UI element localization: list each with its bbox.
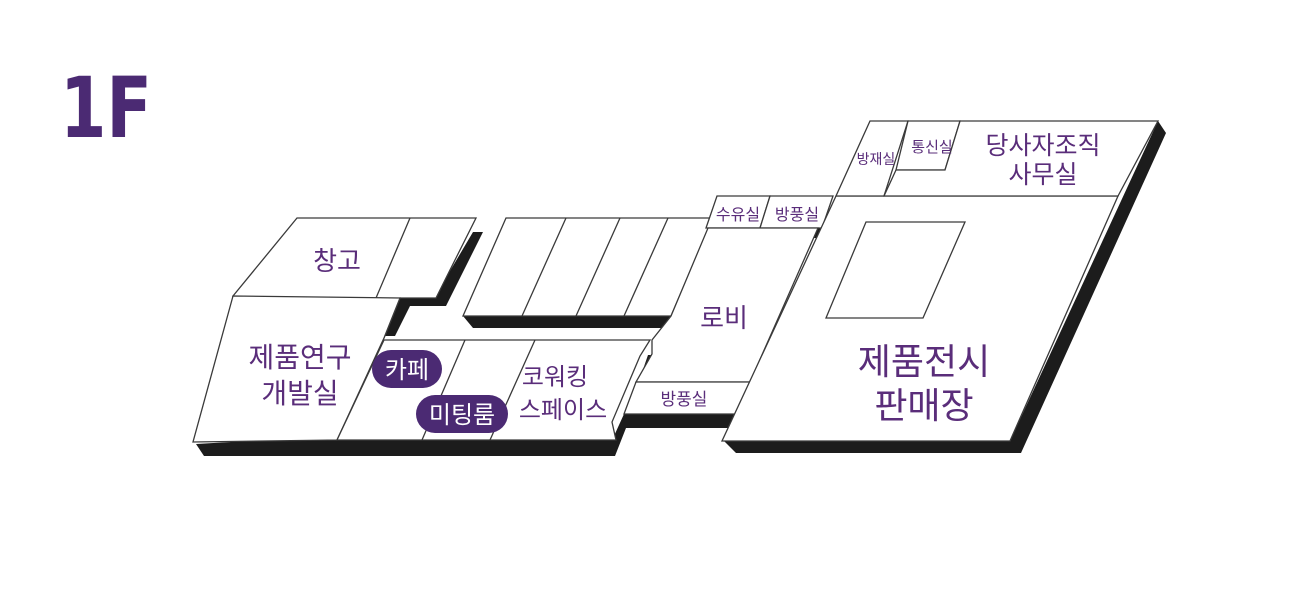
label-comms: 통신실 [911,138,952,156]
shadow-left-block [196,414,745,456]
shadow-right-block [724,121,1166,453]
floor-label: 1F [60,59,152,157]
label-rnd-line2: 개발실 [261,377,338,410]
label-storage: 창고 [313,247,361,277]
middle-divider-2 [575,217,621,317]
middle-divider-3 [623,217,669,317]
meeting-room-badge-bg [416,395,508,433]
showroom-display-area [825,221,966,319]
label-showroom-line1: 제품전시 [858,342,990,383]
storage-divider [375,217,411,299]
label-lobby: 로비 [700,304,748,334]
label-office-line2: 사무실 [1008,160,1077,189]
cafe-badge: 카페 [372,350,442,388]
label-cafe: 카페 [385,356,429,384]
label-showroom-line2: 판매장 [874,386,973,427]
label-office-line1: 당사자조직 [985,131,1100,160]
meeting-room-badge: 미팅룸 [416,395,508,433]
label-windbreak-top: 방풍실 [775,205,819,224]
middle-divider-1 [521,217,567,317]
label-windbreak-bottom: 방풍실 [661,390,708,410]
label-meeting-room: 미팅룸 [429,401,495,429]
room-office [882,120,1160,197]
room-lobby [634,227,819,383]
label-coworking-line2: 스페이스 [519,396,607,424]
shadow-left-step [381,232,483,336]
room-middle-block [462,217,714,317]
label-disaster: 방재실 [857,152,896,168]
label-coworking-line1: 코워킹 [522,363,588,391]
label-rnd-line1: 제품연구 [248,341,351,374]
label-nursing: 수유실 [716,205,760,224]
cafe-badge-bg [372,350,442,388]
